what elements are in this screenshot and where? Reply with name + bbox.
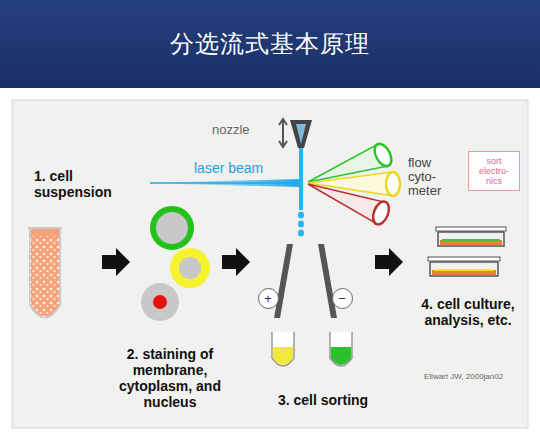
- polarity-circle: −: [332, 288, 353, 309]
- electronics-box: sort electro- nics: [468, 151, 520, 191]
- node-text: −: [338, 292, 346, 305]
- part-label: laser beam: [194, 160, 284, 176]
- step-label: 3. cell sorting: [258, 392, 388, 408]
- part-label: flow cyto- meter: [408, 156, 460, 198]
- polarity-circle: +: [258, 288, 279, 309]
- step-label: 2. staining of membrane, cytoplasm, and …: [108, 346, 232, 410]
- step-label: 1. cell suspension: [34, 168, 124, 200]
- credit-note: Ellwart JW, 2000jan02: [424, 372, 534, 381]
- part-label: nozzle: [212, 122, 282, 137]
- title: 分选流式基本原理: [0, 28, 540, 60]
- node-text: +: [264, 292, 272, 305]
- step-label: 4. cell culture, analysis, etc.: [402, 296, 534, 328]
- node-text: sort electro- nics: [473, 156, 515, 186]
